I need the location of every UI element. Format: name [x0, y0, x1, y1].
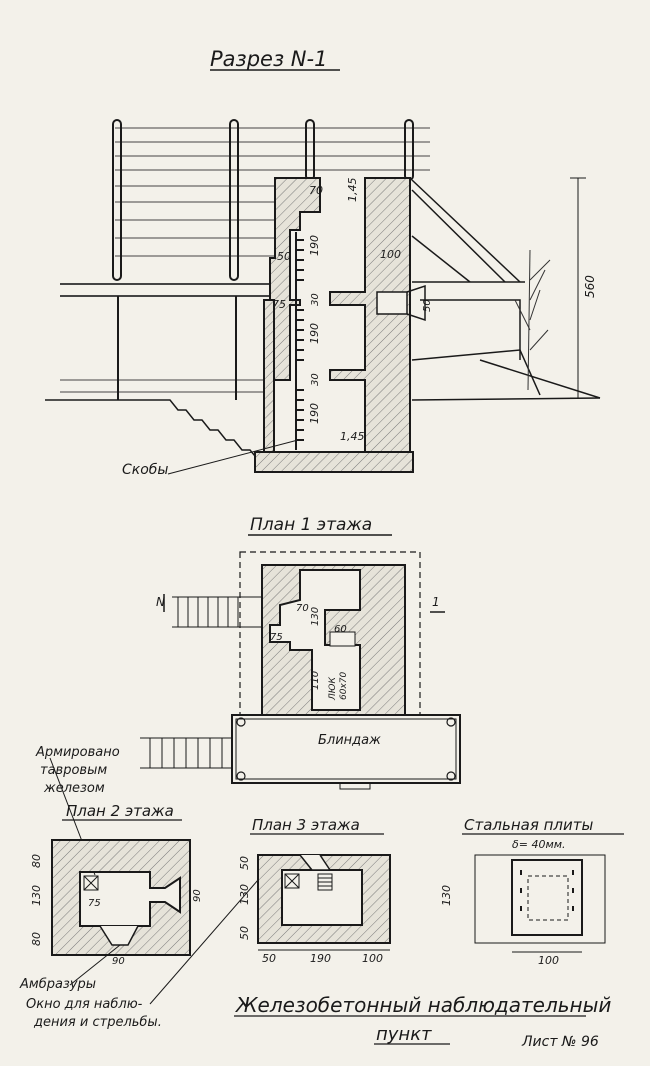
window-l1: Окно для наблю- — [26, 997, 143, 1012]
plan3-steps — [317, 873, 333, 891]
reinforced-l1: Армировано — [35, 745, 120, 760]
section-title: Разрез N-1 — [210, 47, 327, 71]
p2-dim-80-bot: 80 — [30, 932, 43, 946]
plan-floor-2: Армировано тавровым железом План 2 этажа… — [19, 745, 259, 1030]
section-drawing: Разрез N-1 — [45, 47, 601, 478]
north-mark: N — [156, 595, 165, 609]
p1-hatch-l2: 60х70 — [339, 671, 349, 700]
dim-190-b: 190 — [308, 323, 321, 344]
reinforced-l2: тавровым — [40, 763, 107, 778]
steel-thickness: δ= 40мм. — [512, 838, 566, 851]
dim-190-c: 190 — [308, 403, 321, 424]
plate-dim-100: 100 — [538, 954, 559, 967]
height-dimension — [570, 177, 586, 399]
p3-dim-130: 130 — [238, 884, 251, 905]
label-embrasures: Амбразуры — [19, 977, 96, 992]
label-dugout: Блиндаж — [318, 733, 381, 748]
bunker-section — [254, 177, 414, 473]
main-title-l1: Железобетонный наблюдательный — [234, 993, 611, 1017]
dim-75: 75 — [272, 298, 286, 311]
plan1-stairs — [172, 596, 262, 628]
plate-dim-130: 130 — [440, 885, 453, 906]
posts — [112, 119, 414, 400]
dim-100: 100 — [380, 248, 401, 261]
dim-190-a: 190 — [308, 235, 321, 256]
p1-dim-130: 130 — [310, 607, 321, 626]
p3-dim-190: 190 — [310, 952, 331, 965]
steel-plate: Стальная плиты δ= 40мм. 130 100 — [440, 816, 624, 967]
dim-30-b: 30 — [310, 373, 321, 386]
p1-hatch-l1: ЛЮК — [328, 677, 338, 701]
p2-dim-90-bot: 90 — [112, 956, 125, 967]
log-wall — [60, 127, 430, 393]
roof-right — [376, 179, 601, 399]
p3-dim-50-side: 50 — [238, 926, 251, 940]
dim-145-bot: 1,45 — [340, 430, 365, 443]
dim-30-a: 30 — [310, 293, 321, 306]
plan1-title: План 1 этажа — [250, 515, 372, 535]
p3-dim-50-bot: 50 — [262, 952, 276, 965]
dim-70: 70 — [309, 184, 323, 197]
p1-dim-110: 110 — [310, 671, 321, 690]
main-title-l2: пункт — [376, 1024, 432, 1045]
dim-50: 50 — [277, 250, 291, 263]
p2-dim-80-top: 80 — [30, 854, 43, 868]
plan-floor-3: План 3 этажа 50 130 50 50 190 100 — [238, 816, 391, 965]
section-mark: 1 — [432, 595, 440, 609]
p3-dim-50-top: 50 — [238, 856, 251, 870]
ground-line — [45, 397, 601, 457]
dugout-stairs — [140, 737, 232, 769]
p2-dim-130: 130 — [30, 885, 43, 906]
window-l2: дения и стрельбы. — [33, 1015, 162, 1030]
dim-50-emb: 50 — [422, 299, 433, 312]
p1-dim-70: 70 — [296, 603, 309, 614]
p3-dim-100: 100 — [362, 952, 383, 965]
sheet-number: Лист № 96 — [521, 1034, 599, 1050]
plan-floor-1: План 1 этажа N 1 70 130 60 75 110 ЛЮК 60… — [140, 515, 461, 790]
dim-560: 560 — [583, 275, 597, 298]
p1-dim-75: 75 — [270, 632, 283, 643]
label-brackets: Скобы — [122, 462, 168, 478]
plan3-title: План 3 этажа — [252, 816, 360, 834]
plan2-title: План 2 этажа — [66, 802, 174, 820]
p2-dim-90-side: 90 — [192, 889, 203, 902]
plate-rivets — [520, 870, 574, 911]
bush — [514, 249, 551, 391]
reinforced-l3: железом — [43, 781, 105, 796]
ladder — [295, 232, 304, 450]
p2-dim-75: 75 — [88, 898, 101, 909]
main-title: Железобетонный наблюдательный пункт Лист… — [234, 993, 611, 1050]
steel-plate-title: Стальная плиты — [464, 816, 594, 834]
dim-145-top: 1,45 — [346, 178, 359, 203]
p1-dim-60: 60 — [334, 624, 347, 635]
